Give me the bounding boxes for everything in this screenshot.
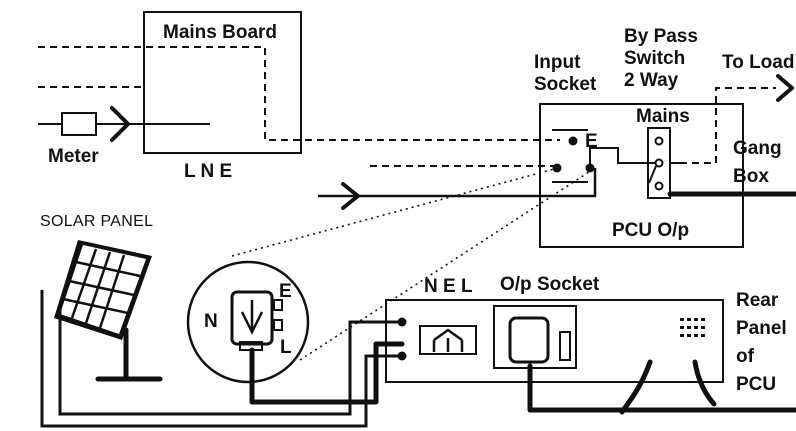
solar-cable-inner xyxy=(58,306,402,416)
bypass-label-3: 2 Way xyxy=(624,70,679,91)
nel-terminal-block xyxy=(419,325,477,355)
meter: Meter xyxy=(38,106,210,167)
mains-label: Mains xyxy=(636,106,690,127)
bypass-label-2: Switch xyxy=(624,48,685,69)
socket-e-label: E xyxy=(585,131,598,152)
op-socket-label: O/p Socket xyxy=(500,274,600,295)
cable-right-curve xyxy=(692,359,717,407)
gang-label-1: Gang xyxy=(733,138,782,159)
nel-label: N E L xyxy=(424,276,473,297)
to-load-label: To Load xyxy=(722,52,794,73)
solar-panel: SOLAR PANEL xyxy=(40,213,163,382)
bypass-label-1: By Pass xyxy=(624,26,698,47)
leader-line-1 xyxy=(231,167,559,257)
rear-panel-label-1: Rear xyxy=(736,290,779,311)
meter-label: Meter xyxy=(48,146,99,167)
op-socket xyxy=(493,305,577,369)
rear-panel-label-2: Panel xyxy=(736,318,787,339)
pcu-rear-panel: N E L O/p Socket Rear Panel of PCU xyxy=(385,274,787,395)
to-load-line xyxy=(680,87,776,164)
plug-e-label: E xyxy=(279,281,292,302)
rear-panel-label-3: of xyxy=(736,346,755,367)
plug-magnifier: E N L xyxy=(186,260,310,384)
vent-grid xyxy=(680,318,705,337)
leader-line-2 xyxy=(299,169,593,361)
input-socket-label-2: Socket xyxy=(534,74,597,95)
mains-board-label: Mains Board xyxy=(163,22,277,43)
pcu-op-label: PCU O/p xyxy=(612,220,689,241)
input-socket-label-1: Input xyxy=(534,52,581,73)
plug-n-label: N xyxy=(204,311,218,332)
op-cable xyxy=(527,363,796,413)
gang-label-2: Box xyxy=(733,166,769,187)
mains-board: Mains Board L N E xyxy=(143,11,302,182)
cable-left-curve xyxy=(619,359,653,415)
incoming-dashed-line-1 xyxy=(38,46,560,141)
solar-panel-label: SOLAR PANEL xyxy=(40,213,153,230)
socket-pin-e xyxy=(568,136,578,146)
plug-cable xyxy=(249,341,405,405)
incoming-line xyxy=(318,168,597,198)
bypass-box: Input Socket By Pass Switch 2 Way Mains … xyxy=(534,26,744,248)
rear-panel-label-4: PCU xyxy=(736,374,776,395)
plug-l-label: L xyxy=(280,337,292,358)
lne-label: L N E xyxy=(184,161,232,182)
